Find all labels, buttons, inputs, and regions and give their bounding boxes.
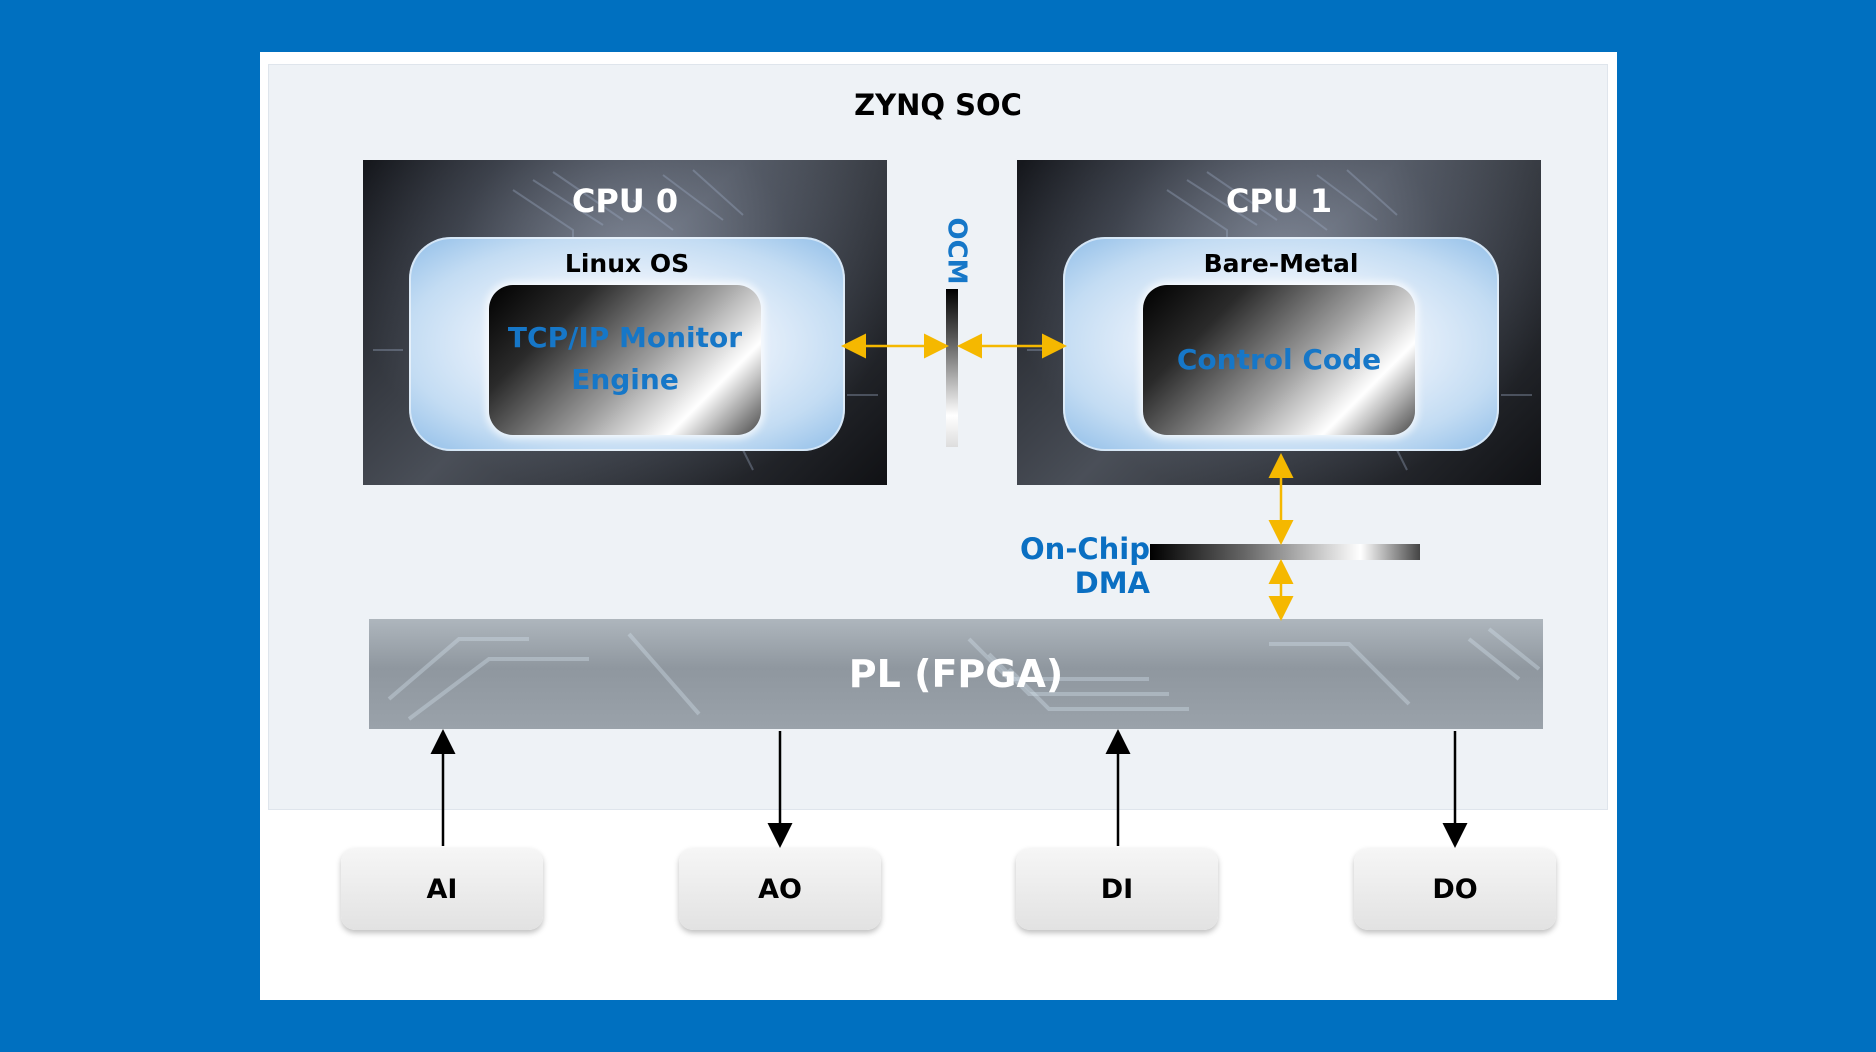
linux-os-panel: Linux OS TCP/IP Monitor Engine: [409, 237, 845, 451]
do-box: DO: [1354, 848, 1556, 930]
control-code-box: Control Code: [1143, 285, 1415, 435]
cpu0-block: CPU 0 Linux OS TCP/IP Monitor Engine: [363, 160, 887, 485]
soc-title: ZYNQ SOC: [854, 88, 1022, 122]
circuit-trace-decoration: [373, 169, 878, 471]
pl-fpga-block: PL (FPGA): [369, 619, 1543, 729]
dma-label: On-Chip DMA: [1020, 532, 1150, 600]
cpu1-title: CPU 1: [1225, 182, 1333, 220]
ocm-label: OCM: [942, 217, 972, 284]
cpu1-block: CPU 1 Bare-Metal Control Code: [1017, 160, 1541, 485]
ao-box: AO: [679, 848, 881, 930]
dma-bar: [1150, 544, 1420, 560]
circuit-trace-decoration: [1027, 169, 1532, 471]
bare-metal-label: Bare-Metal: [1203, 249, 1359, 278]
bare-metal-panel: Bare-Metal Control Code: [1063, 237, 1499, 451]
linux-os-label: Linux OS: [564, 249, 690, 278]
cpu0-title: CPU 0: [571, 182, 679, 220]
tcpip-monitor-engine-box: TCP/IP Monitor Engine: [489, 285, 761, 435]
pl-fpga-label: PL (FPGA): [848, 652, 1064, 696]
control-code-label: Control Code: [1176, 343, 1382, 376]
ocm-bar: [946, 289, 958, 447]
ai-box: AI: [341, 848, 543, 930]
engine-label-line2: Engine: [571, 363, 679, 396]
di-box: DI: [1016, 848, 1218, 930]
ocm-label-box: OCM: [942, 217, 972, 284]
engine-label-line1: TCP/IP Monitor: [507, 321, 743, 354]
circuit-trace-decoration: [387, 627, 1541, 721]
